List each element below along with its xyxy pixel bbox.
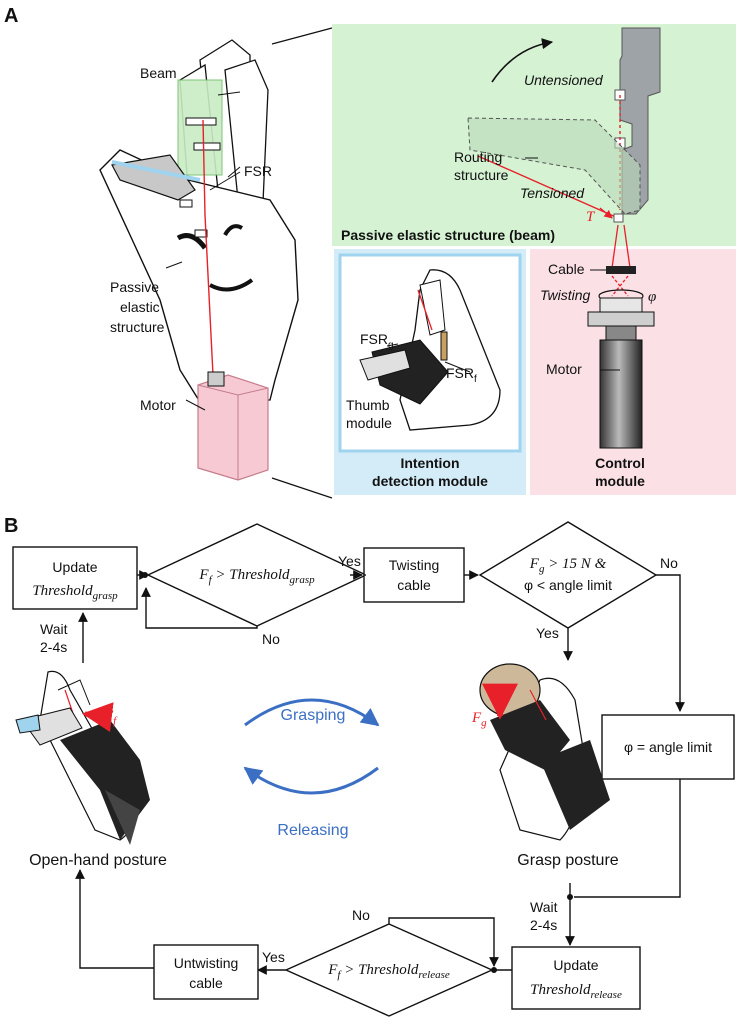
- fg-label: Fg: [471, 710, 487, 729]
- beam-drawing: [467, 27, 661, 223]
- fsr-f-label: FSRf: [446, 365, 477, 385]
- angle-limit-text: φ = angle limit: [624, 739, 712, 755]
- wait-bottom-line2: 2-4s: [530, 917, 557, 933]
- fsr-pointer-1: [227, 166, 241, 178]
- open-posture-label: Open-hand posture: [29, 852, 167, 869]
- junction-dot-1: [142, 572, 148, 578]
- releasing-arrow: [243, 766, 379, 795]
- routing-label-line1: Routing: [454, 149, 502, 165]
- update-grasp-line2: Thresholdgrasp: [32, 583, 118, 602]
- grasping-arrow: [244, 698, 380, 727]
- junction-dot-2: [567, 894, 573, 900]
- untwisting-cable-box: [153, 944, 259, 1000]
- yes-3: Yes: [262, 949, 285, 965]
- fsr-g-label: FSRg: [360, 331, 394, 351]
- zoom-line-bottom: [271, 477, 333, 499]
- control-caption-line2: module: [595, 473, 645, 489]
- update-release-box: [511, 946, 641, 1010]
- untwisting-line1: Untwisting: [174, 955, 239, 971]
- yes-2: Yes: [536, 625, 559, 641]
- decision-force-line1: Fg > 15 N &: [529, 556, 607, 575]
- update-release-line1: Update: [553, 957, 598, 973]
- tensioned-label: Tensioned: [520, 185, 585, 201]
- motor-pointer: [185, 399, 206, 411]
- decision-force-angle: [478, 521, 658, 629]
- motor-label-right: Motor: [546, 361, 582, 377]
- passive-label-line1: Passive: [110, 279, 159, 295]
- wait-top-line2: 2-4s: [40, 639, 67, 655]
- tension-symbol: T: [586, 209, 596, 225]
- motor-label-left: Motor: [140, 397, 176, 413]
- control-motor-drawing: [587, 224, 655, 449]
- grasping-label: Grasping: [281, 707, 346, 724]
- hand-device-illustration: [99, 39, 299, 481]
- wait-top-line1: Wait: [40, 621, 68, 637]
- beam-panel-caption: Passive elastic structure (beam): [341, 227, 555, 243]
- twisting-label: Twisting: [540, 287, 591, 303]
- junction-dot-3: [491, 967, 497, 973]
- ff-label: Ff: [103, 708, 118, 727]
- releasing-label: Releasing: [277, 822, 348, 839]
- passive-label-line2: elastic: [120, 299, 160, 315]
- fsr-label: FSR: [244, 163, 272, 179]
- fsr-pointer-2: [209, 171, 241, 191]
- zoom-line-top: [271, 27, 333, 45]
- no-3: No: [352, 907, 370, 923]
- beam-label: Beam: [140, 65, 177, 81]
- yes-1: Yes: [338, 553, 361, 569]
- decision-release-text: Ff > Thresholdrelease: [327, 962, 450, 981]
- grasp-hand-illustration: [479, 663, 610, 841]
- flow-connectors: [75, 570, 685, 975]
- update-grasp-line1: Update: [52, 559, 97, 575]
- thumb-label-line1: Thumb: [346, 397, 390, 413]
- twisting-cable-line2: cable: [397, 577, 431, 593]
- panel-a-letter: A: [4, 5, 18, 27]
- decision-angle-line2: φ < angle limit: [524, 577, 612, 593]
- untwisting-line2: cable: [189, 975, 223, 991]
- no-1: No: [262, 631, 280, 647]
- phi-label: φ: [648, 289, 656, 305]
- intention-hand-drawing: [359, 269, 501, 431]
- update-grasp-box: [12, 546, 138, 610]
- open-hand-illustration: [15, 670, 150, 845]
- intention-caption-line2: detection module: [372, 473, 488, 489]
- no-2: No: [660, 555, 678, 571]
- intention-caption-line1: Intention: [400, 455, 459, 471]
- cable-label: Cable: [548, 261, 585, 277]
- grasp-posture-label: Grasp posture: [517, 852, 618, 869]
- beam-highlight: [177, 79, 223, 176]
- beam-pointer: [217, 91, 241, 96]
- panel-b-letter: B: [4, 515, 18, 537]
- wait-bottom-line1: Wait: [530, 899, 558, 915]
- untensioned-label: Untensioned: [524, 72, 604, 88]
- decision-release-threshold: [284, 923, 494, 1017]
- thumb-label-line2: module: [346, 415, 392, 431]
- passive-pointer: [165, 261, 183, 269]
- routing-label-line2: structure: [454, 167, 509, 183]
- update-release-line2: Thresholdrelease: [530, 982, 622, 1001]
- twisting-cable-line1: Twisting: [389, 557, 440, 573]
- angle-limit-box: [601, 714, 735, 780]
- control-caption-line1: Control: [595, 455, 645, 471]
- decision-grasp-text: Ff > Thresholdgrasp: [198, 567, 315, 586]
- passive-label-line3: structure: [110, 319, 165, 335]
